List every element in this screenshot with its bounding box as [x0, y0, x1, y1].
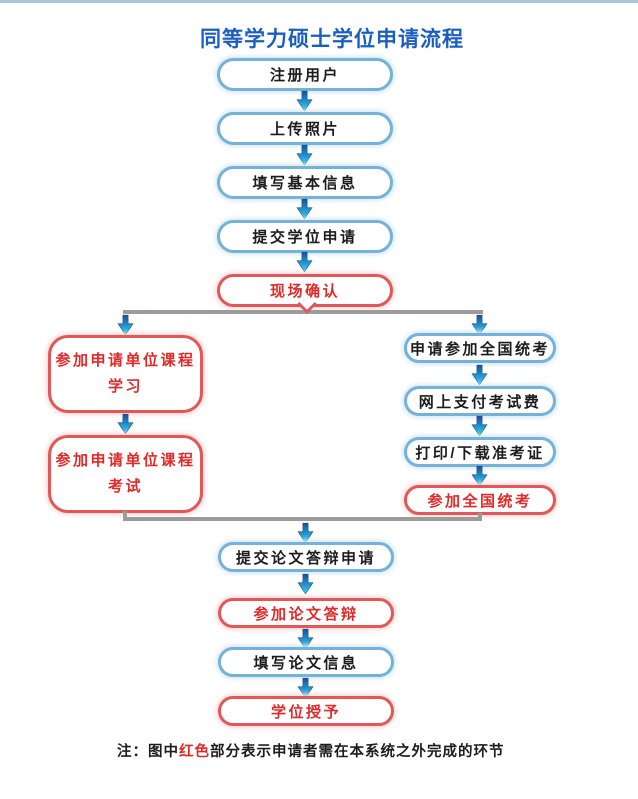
step-label: 上传照片 [269, 121, 340, 138]
step-label: 打印/下载准考证 [415, 444, 545, 462]
step-attend-thesis-defense: 参加论文答辩 [218, 598, 394, 628]
step-label: 参加全国统考 [427, 492, 533, 510]
step-label: 填写基本信息 [252, 175, 358, 192]
step-submit-degree-application: 提交学位申请 [217, 220, 393, 253]
note-prefix: 注：图中 [117, 744, 179, 760]
step-apply-national-exam: 申请参加全国统考 [404, 333, 556, 363]
step-label: 现场确认 [269, 283, 340, 300]
down-arrow-icon [471, 364, 488, 386]
step-label: 提交论文答辩申请 [235, 549, 376, 567]
down-arrow-icon [117, 314, 134, 336]
down-arrow-icon [471, 415, 488, 437]
step-fill-basic-info: 填写基本信息 [217, 166, 393, 199]
page-title: 同等学力硕士学位申请流程 [200, 28, 464, 51]
step-upload-photo: 上传照片 [217, 112, 393, 145]
down-arrow-icon [296, 90, 313, 112]
down-arrow-icon [297, 573, 314, 595]
down-arrow-icon [117, 413, 134, 435]
step-fill-thesis-info: 填写论文信息 [218, 647, 394, 677]
note-suffix: 部分表示申请者需在本系统之外完成的环节 [210, 744, 505, 760]
down-arrow-icon [297, 522, 314, 544]
branch-split-connector [123, 310, 483, 314]
down-arrow-icon [296, 251, 313, 273]
branch-merge-connector [123, 517, 482, 521]
step-label: 注册用户 [269, 67, 340, 84]
step-label: 学位授予 [270, 703, 341, 721]
step-label-line2: 学习 [107, 378, 143, 395]
down-arrow-icon [471, 465, 488, 487]
step-register-user: 注册用户 [217, 58, 393, 91]
step-take-national-exam: 参加全国统考 [404, 485, 556, 515]
step-pay-exam-fee-online: 网上支付考试费 [404, 386, 556, 416]
step-label: 提交学位申请 [252, 229, 358, 246]
step-label: 申请参加全国统考 [409, 340, 550, 358]
down-arrow-icon [297, 677, 314, 699]
step-label: 填写论文信息 [253, 654, 359, 672]
page-top-border [0, 0, 638, 3]
down-arrow-icon [297, 628, 314, 650]
step-course-study: 参加申请单位课程 学习 [48, 335, 203, 413]
step-label-line2: 考试 [107, 478, 143, 495]
step-label: 网上支付考试费 [418, 393, 542, 411]
step-course-exam: 参加申请单位课程 考试 [48, 435, 203, 513]
step-label-line1: 参加申请单位课程 [55, 452, 196, 469]
step-submit-thesis-defense-application: 提交论文答辩申请 [218, 542, 394, 572]
down-arrow-icon [471, 314, 488, 336]
down-arrow-icon [296, 144, 313, 166]
down-arrow-icon [296, 198, 313, 220]
step-label-line1: 参加申请单位课程 [55, 352, 196, 369]
legend-note: 注：图中红色部分表示申请者需在本系统之外完成的环节 [117, 740, 505, 761]
step-degree-conferral: 学位授予 [218, 696, 394, 726]
step-label: 参加论文答辩 [253, 605, 359, 623]
step-print-admission-ticket: 打印/下载准考证 [404, 437, 556, 467]
note-red-highlight: 红色 [179, 744, 210, 760]
merge-left-stub [123, 511, 127, 521]
